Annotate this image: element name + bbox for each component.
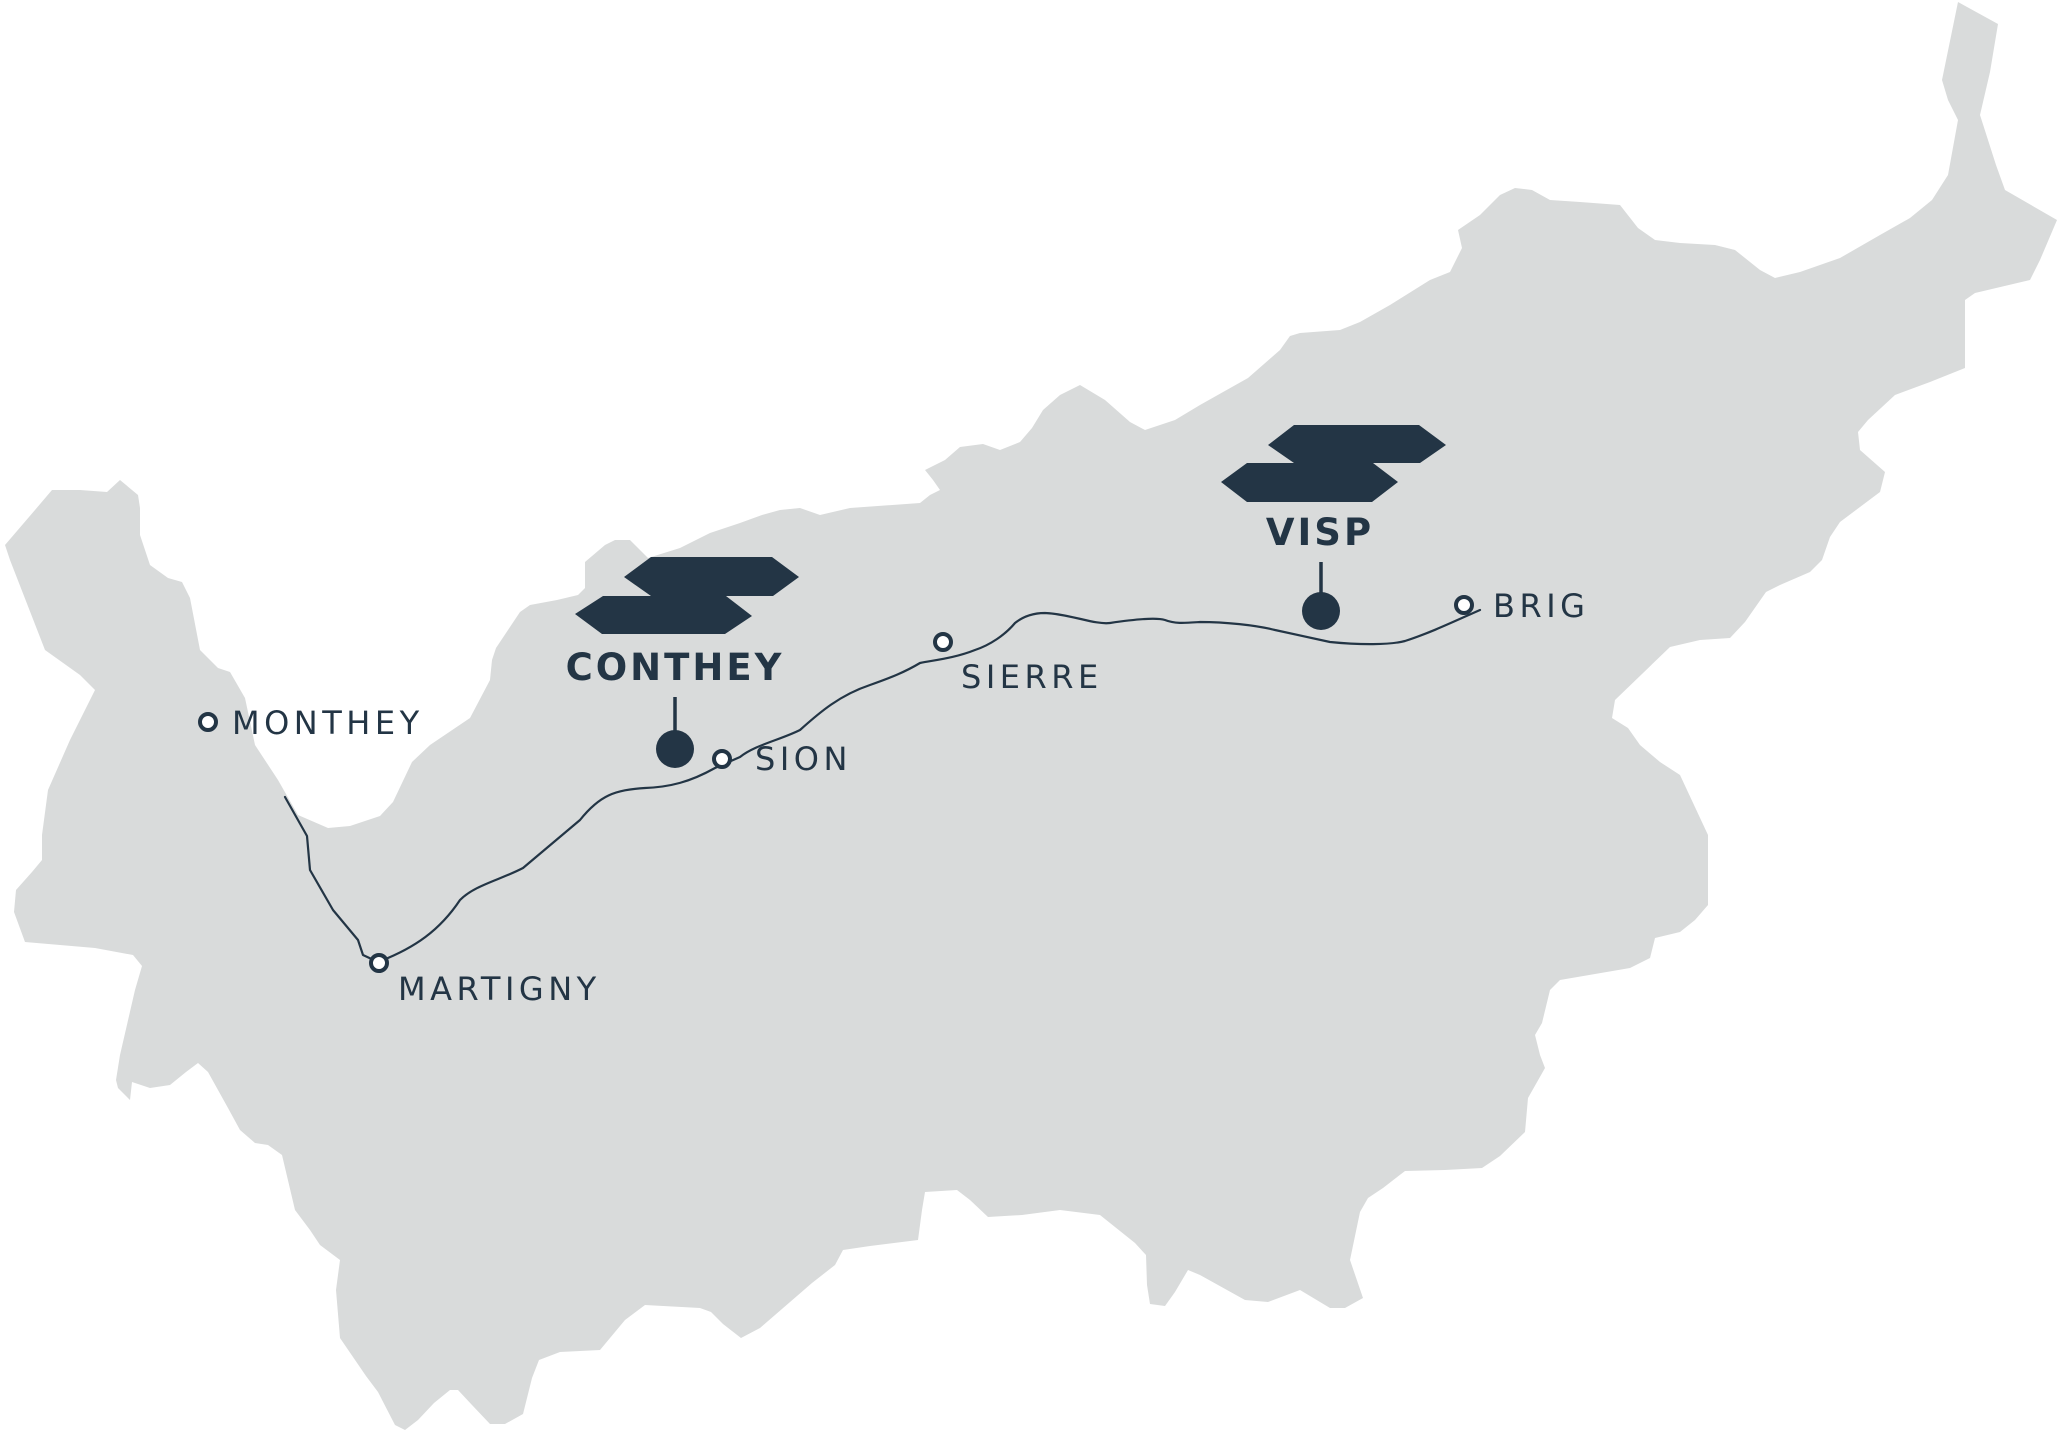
canton-region-shape [5,2,2057,1430]
sierre-label: SIERRE [961,658,1103,696]
visp-location-dot [1302,592,1340,630]
visp-site: VISP [1221,425,1446,630]
visp-logo-icon [1221,425,1446,502]
monthey-label: MONTHEY [232,704,424,742]
conthey-label: CONTHEY [566,646,785,689]
sion-marker [712,749,732,769]
sion-label: SION [755,740,852,778]
brig-marker [1454,595,1474,615]
rhone-route-line [283,608,1482,964]
sierre-marker [933,632,953,652]
visp-label: VISP [1266,511,1374,554]
brig-label: BRIG [1493,587,1589,625]
conthey-location-dot [656,730,694,768]
martigny-marker [369,953,389,973]
conthey-logo-icon [575,557,799,634]
martigny-label: MARTIGNY [398,970,601,1008]
monthey-marker [198,712,218,732]
conthey-site: CONTHEY [566,557,799,768]
